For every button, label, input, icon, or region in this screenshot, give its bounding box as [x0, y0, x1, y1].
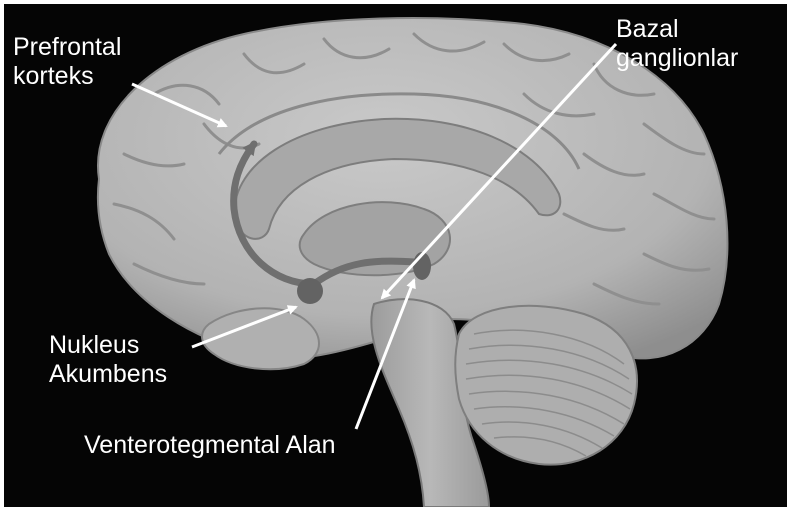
label-line: Bazal — [616, 15, 738, 44]
label-line: Akumbens — [49, 360, 167, 389]
label-line: Prefrontal — [13, 33, 121, 62]
label-nukleus-akumbens: Nukleus Akumbens — [49, 331, 167, 389]
temporal-lobe — [202, 308, 319, 369]
label-line: korteks — [13, 62, 121, 91]
label-line: Venterotegmental Alan — [84, 431, 336, 460]
nucleus-accumbens-node — [297, 278, 323, 304]
label-prefrontal-korteks: Prefrontal korteks — [13, 33, 121, 91]
label-line: ganglionlar — [616, 44, 738, 73]
label-bazal-ganglionlar: Bazal ganglionlar — [616, 15, 738, 73]
label-venterotegmental-alan: Venterotegmental Alan — [84, 431, 336, 460]
label-line: Nukleus — [49, 331, 167, 360]
cerebellum — [455, 306, 637, 465]
diagram-panel: Prefrontal korteks Bazal ganglionlar Nuk… — [4, 4, 787, 507]
